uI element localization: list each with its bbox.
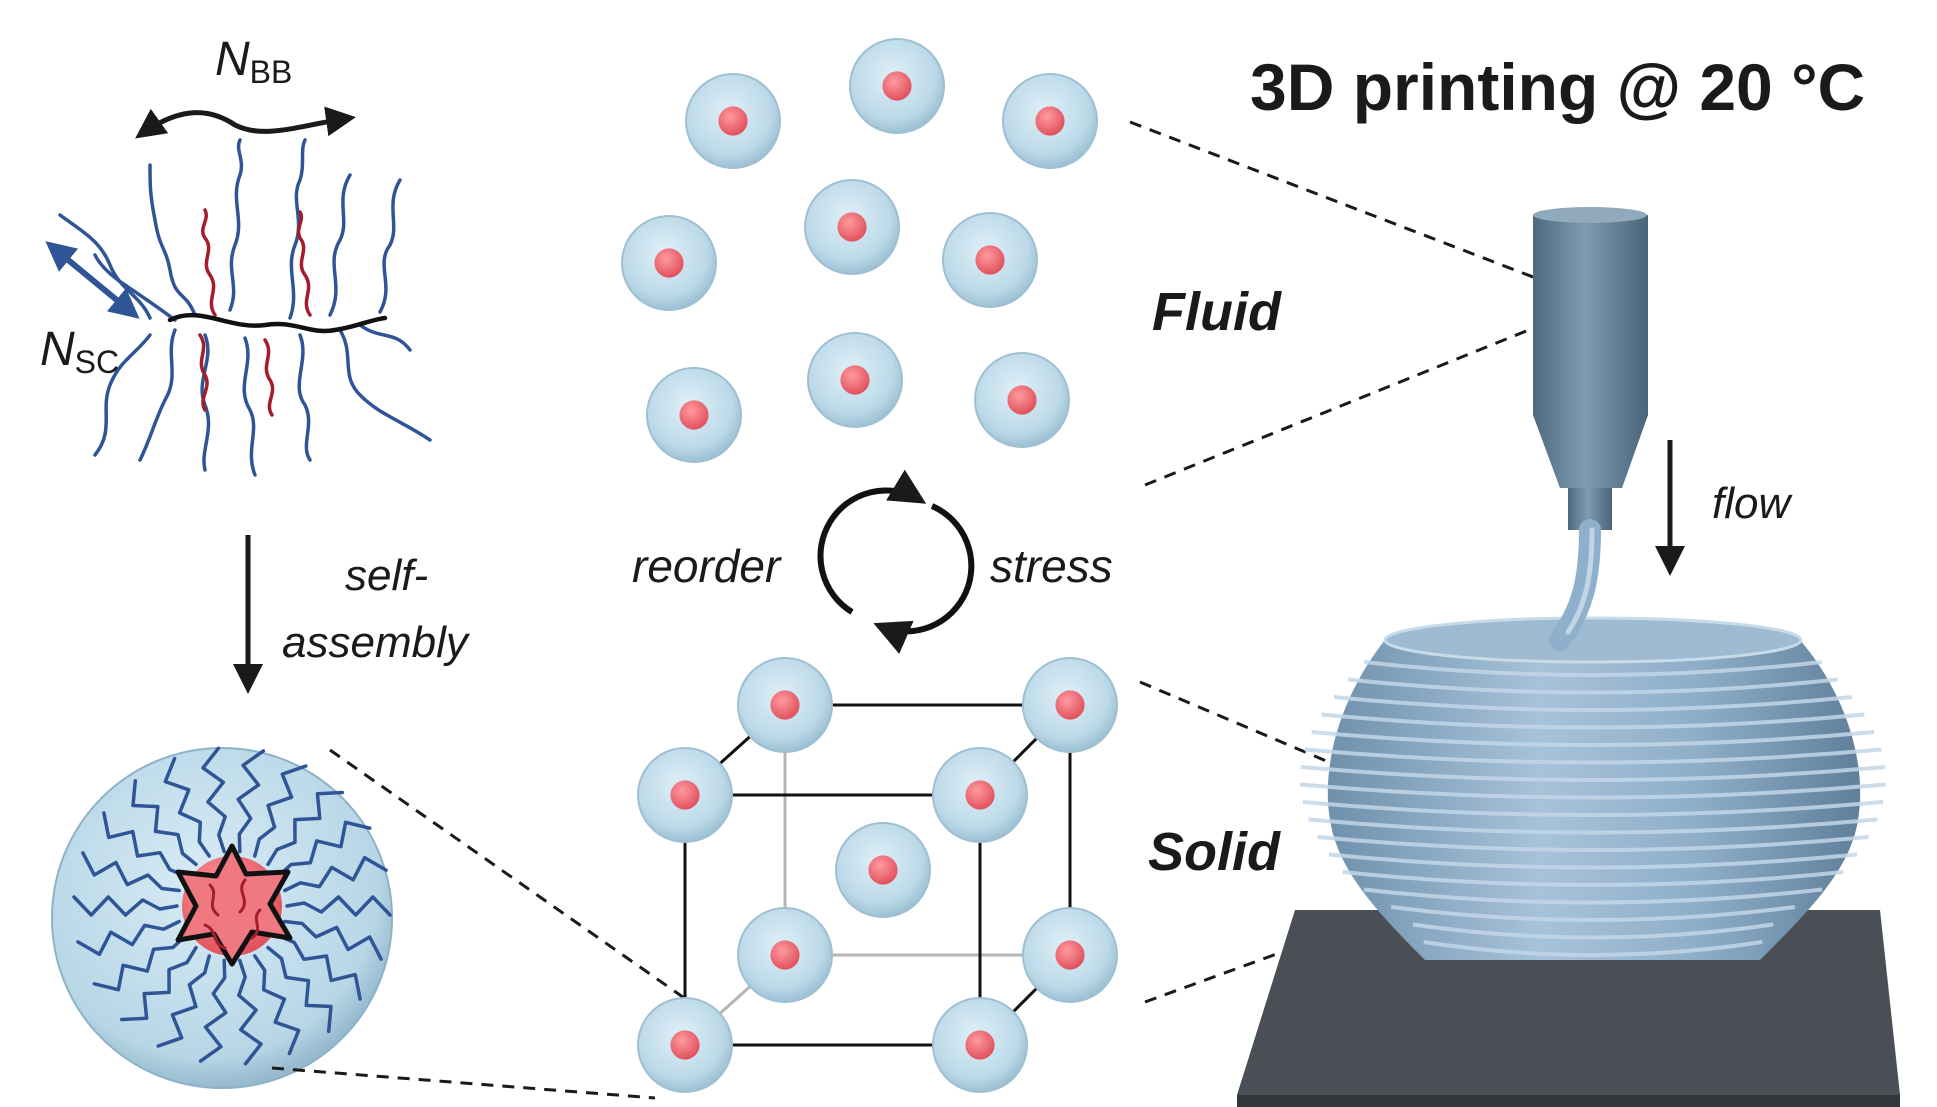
fluid-micelle — [974, 352, 1070, 448]
vase-ring — [1363, 887, 1823, 905]
fluid-micelle — [849, 38, 945, 134]
nsc-label: NSC — [40, 323, 119, 380]
nsc-arrow — [45, 241, 140, 319]
fluid-label: Fluid — [1152, 282, 1282, 342]
micelle-connectors — [271, 748, 691, 1100]
lattice-micelle — [637, 747, 733, 843]
bottlebrush-polymer — [45, 106, 432, 477]
corona-chain — [201, 746, 227, 854]
corona-chain — [119, 945, 198, 1022]
corona-chain — [198, 958, 228, 1063]
vase-ring — [1300, 765, 1886, 782]
corona-chain — [266, 945, 333, 1034]
nsc-sub: SC — [75, 344, 119, 380]
corona-chain — [283, 855, 388, 893]
solid-label: Solid — [1148, 822, 1281, 882]
corona-chain — [163, 756, 211, 858]
fluid-micelle — [1002, 73, 1098, 169]
corona-chain — [81, 851, 181, 893]
corona-chain — [276, 933, 362, 1001]
self-assembly-label-line1: self- — [345, 551, 428, 600]
lattice-micelle — [737, 657, 833, 753]
nbb-label: NBB — [215, 33, 292, 90]
printed-vase — [1299, 616, 1887, 960]
micelle — [51, 746, 393, 1089]
corona-chain — [253, 764, 308, 858]
fluid-micelle — [646, 367, 742, 463]
corona-chain — [276, 820, 372, 879]
corona-chain — [76, 919, 181, 957]
stress-label: stress — [990, 540, 1113, 592]
lattice-micelle — [932, 997, 1028, 1093]
vase-ring — [1321, 712, 1865, 730]
corona-chain — [266, 790, 345, 867]
corona-chain — [72, 895, 179, 917]
nbb-sub: BB — [250, 54, 293, 90]
corona-chain — [102, 811, 188, 879]
self-assembly-label-line2: assembly — [282, 618, 471, 667]
vase-ring — [1317, 835, 1869, 852]
reorder-label: reorder — [632, 540, 782, 592]
vase-ring — [1342, 870, 1844, 887]
corona-chain — [253, 954, 301, 1056]
vase-ring — [1348, 677, 1838, 695]
lattice-micelle — [637, 997, 733, 1093]
vase-ring — [1304, 747, 1882, 765]
corona-chain — [92, 933, 188, 992]
vase-ring — [1302, 800, 1884, 817]
lattice-micelle — [1022, 657, 1118, 753]
corona-chain — [283, 919, 383, 961]
fluid-micelle — [685, 73, 781, 169]
vase-ring — [1363, 660, 1823, 677]
nsc-main: N — [40, 323, 75, 376]
bcc-lattice — [637, 657, 1118, 1093]
corona-chain — [156, 954, 211, 1048]
corona-chain — [237, 958, 263, 1066]
lattice-micelle — [1022, 907, 1118, 1003]
vase-ring — [1328, 852, 1858, 870]
fluid-micelle — [804, 179, 900, 275]
vase-ring — [1299, 782, 1887, 800]
vase-ring — [1311, 730, 1875, 747]
fluid-micelle — [942, 212, 1038, 308]
fluid-micelle — [621, 215, 717, 311]
page-title: 3D printing @ 20 °C — [1250, 50, 1865, 124]
corona-chain — [131, 778, 198, 867]
corona-chain — [285, 895, 392, 917]
fluid-micelles — [621, 38, 1098, 463]
flow-label: flow — [1712, 479, 1793, 528]
nbb-main: N — [215, 33, 250, 86]
lattice-micelle — [835, 822, 931, 918]
vase-ring — [1423, 940, 1763, 957]
lattice-micelle — [737, 907, 833, 1003]
vase-ring — [1412, 922, 1774, 940]
corona-chain — [236, 749, 266, 854]
lattice-micelle — [932, 747, 1028, 843]
vase-ring — [1308, 817, 1878, 835]
vase-ring — [1333, 695, 1853, 712]
fluid-micelle — [807, 332, 903, 428]
vase-ring — [1390, 905, 1796, 922]
printing-nozzle — [1533, 207, 1648, 651]
cycle-arrows-icon — [817, 469, 975, 654]
nbb-arrow — [135, 106, 356, 139]
